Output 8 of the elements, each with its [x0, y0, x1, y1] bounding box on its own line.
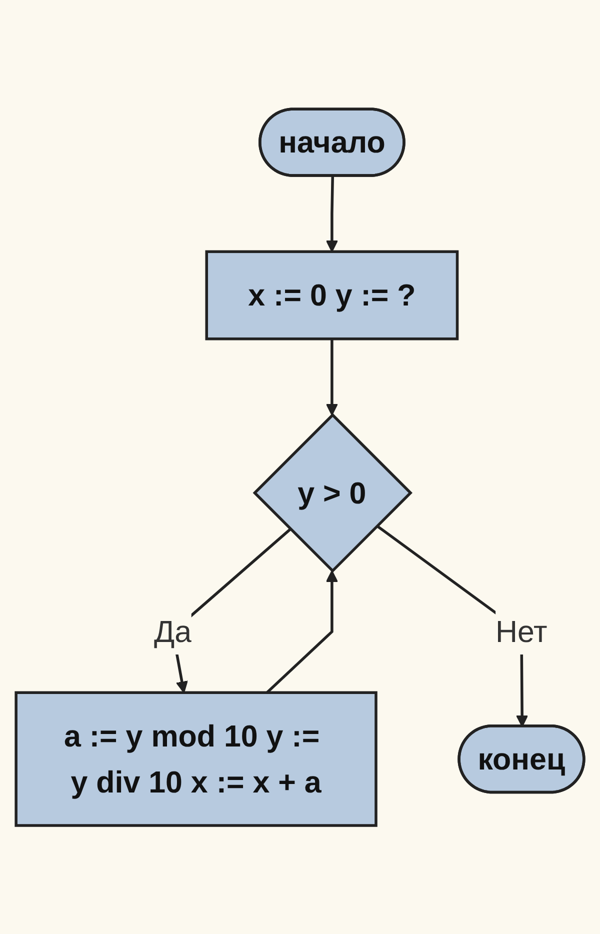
node-box: a := y mod 10 y := y div 10 x := x + a [14, 690, 378, 827]
arrow [266, 570, 338, 694]
arrow [326, 176, 338, 252]
node-box: x := 0 y := ? [205, 250, 459, 340]
arrow [326, 338, 338, 416]
edge-label: Нет [496, 614, 548, 649]
edge-label: Да [154, 614, 192, 649]
node-diamond: y > 0 [252, 412, 412, 572]
